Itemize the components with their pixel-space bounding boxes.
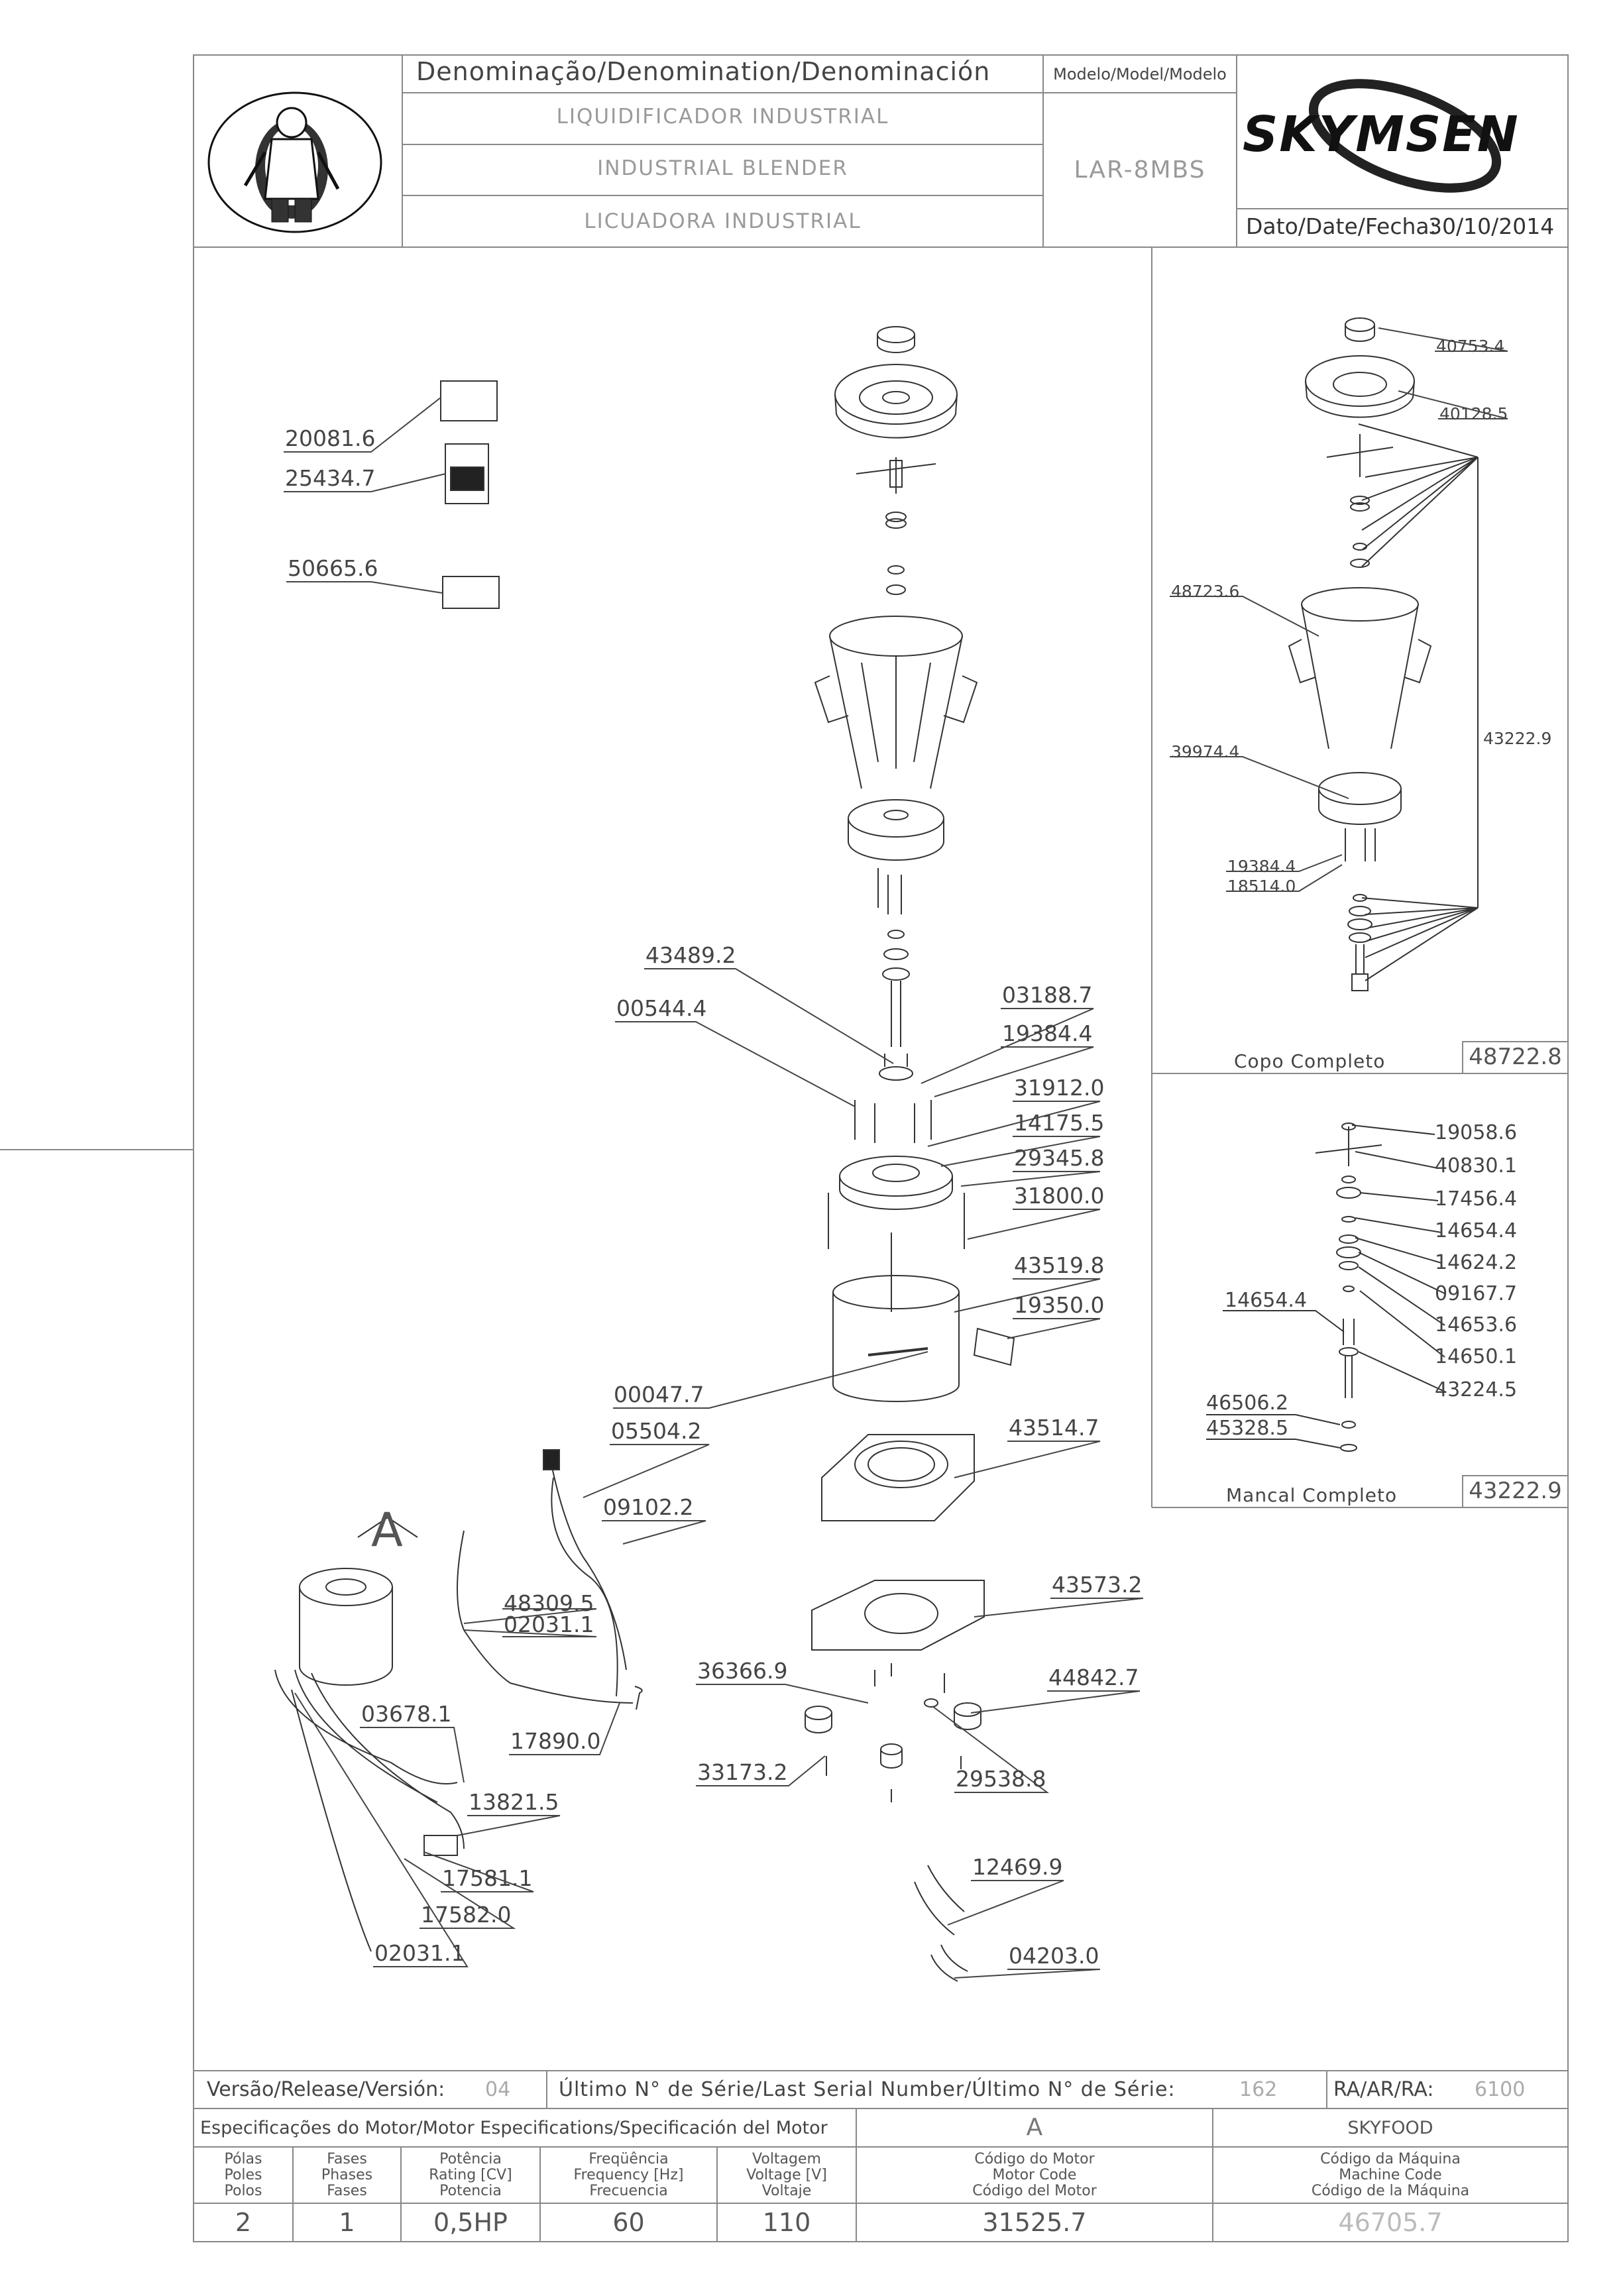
value-rating: 0,5HP (433, 2208, 508, 2237)
date-value: 30/10/2014 (1428, 213, 1555, 239)
value-phases: 1 (339, 2208, 355, 2237)
motor-ref: A (1026, 2114, 1043, 2141)
name-en: INDUSTRIAL BLENDER (597, 156, 848, 180)
part-label: 12469.9 (972, 1854, 1063, 1880)
part-label: 05504.2 (611, 1418, 702, 1444)
part-label: 18514.0 (1227, 877, 1296, 896)
version-label: Versão/Release/Versión: (207, 2078, 445, 2101)
value-voltage: 110 (762, 2208, 811, 2237)
part-label: 31912.0 (1014, 1075, 1105, 1101)
part-label: 20081.6 (285, 425, 376, 451)
part-label: 29538.8 (956, 1766, 1046, 1792)
part-label: 48309.5 (504, 1590, 594, 1616)
name-pt: LIQUIDIFICADOR INDUSTRIAL (556, 105, 889, 129)
part-label: 19350.0 (1014, 1292, 1105, 1318)
part-label: 19384.4 (1002, 1020, 1093, 1046)
machine-name: SKYFOOD (1347, 2118, 1433, 2138)
version-value: 04 (485, 2078, 511, 2101)
part-label: 19384.4 (1227, 857, 1296, 876)
part-label: 43222.9 (1483, 729, 1552, 748)
part-label: 17456.4 (1435, 1187, 1518, 1211)
part-label: 04203.0 (1009, 1943, 1099, 1969)
brand-name: SKYMSEN (1243, 106, 1520, 163)
part-label: 50665.6 (288, 555, 378, 581)
part-label: 14654.4 (1435, 1219, 1518, 1242)
part-label: 43519.8 (1014, 1252, 1105, 1278)
mancal-detail-view (1206, 1122, 1445, 1452)
part-label: 02031.1 (374, 1940, 465, 1966)
part-label: 14650.1 (1435, 1345, 1518, 1368)
part-label: 39974.4 (1171, 742, 1240, 761)
value-poles: 2 (235, 2208, 252, 2237)
part-label: 40753.4 (1436, 337, 1505, 356)
part-label: 36366.9 (697, 1658, 788, 1684)
part-label: 02031.1 (504, 1612, 594, 1637)
part-label: 00544.4 (616, 995, 707, 1021)
part-label: 17582.0 (421, 1902, 512, 1928)
motor-spec-label: Especificações do Motor/Motor Especifica… (200, 2118, 828, 2138)
name-es: LICUADORA INDUSTRIAL (584, 209, 862, 233)
part-label: 14624.2 (1435, 1251, 1518, 1274)
part-label: 17581.1 (442, 1865, 533, 1891)
part-label: 43224.5 (1435, 1378, 1518, 1401)
part-label: 03678.1 (361, 1701, 452, 1727)
part-label: 31800.0 (1014, 1183, 1105, 1209)
blender-exploded-view (274, 326, 1015, 1982)
part-label: 40128.5 (1439, 404, 1508, 423)
part-label: 33173.2 (697, 1759, 788, 1785)
part-label: 46506.2 (1206, 1392, 1289, 1415)
serial-value: 162 (1239, 2078, 1278, 2101)
part-label: 19058.6 (1435, 1121, 1518, 1144)
detail-letter-a: A (371, 1503, 403, 1557)
part-label: 43489.2 (645, 942, 736, 968)
part-label: 44842.7 (1048, 1665, 1139, 1690)
part-label: 43573.2 (1052, 1572, 1143, 1598)
model-title: Modelo/Model/Modelo (1053, 65, 1227, 83)
part-label: 29345.8 (1014, 1145, 1105, 1171)
value-machine-code: 46705.7 (1338, 2208, 1443, 2237)
part-label: 09102.2 (603, 1494, 694, 1520)
part-label: 48723.6 (1171, 582, 1240, 601)
mancal-code-box: 43222.9 (1469, 1478, 1562, 1504)
ra-label: RA/AR/RA: (1333, 2078, 1434, 2101)
copo-caption: Copo Completo (1234, 1050, 1386, 1072)
part-label: 00047.7 (614, 1382, 704, 1407)
part-label: 45328.5 (1206, 1417, 1289, 1440)
brand-logo (1308, 79, 1502, 193)
date-label: Dato/Date/Fecha: (1246, 213, 1437, 239)
part-label: 17890.0 (510, 1728, 601, 1754)
part-label: 40830.1 (1435, 1154, 1518, 1177)
copo-detail-view (1288, 317, 1479, 991)
part-label: 25434.7 (285, 465, 376, 491)
leader-lines (284, 327, 1508, 1979)
part-label: 14653.6 (1435, 1313, 1518, 1337)
value-motor-code: 31525.7 (982, 2208, 1087, 2237)
serial-label: Último N° de Série/Last Serial Number/Úl… (559, 2078, 1176, 2101)
part-label: 43514.7 (1009, 1415, 1099, 1441)
copo-code-box: 48722.8 (1469, 1044, 1562, 1070)
part-label: 13821.5 (469, 1789, 559, 1815)
value-frequency: 60 (612, 2208, 645, 2237)
ra-value: 6100 (1475, 2078, 1526, 2101)
mancal-caption: Mancal Completo (1226, 1484, 1398, 1506)
model-value: LAR-8MBS (1074, 156, 1206, 184)
denomination-title: Denominação/Denomination/Denominación (416, 57, 991, 86)
part-label: 09167.7 (1435, 1282, 1518, 1305)
seal-logo (207, 91, 382, 233)
part-label: 14175.5 (1014, 1110, 1105, 1136)
part-label: 03188.7 (1002, 982, 1093, 1008)
part-label: 14654.4 (1225, 1289, 1308, 1312)
